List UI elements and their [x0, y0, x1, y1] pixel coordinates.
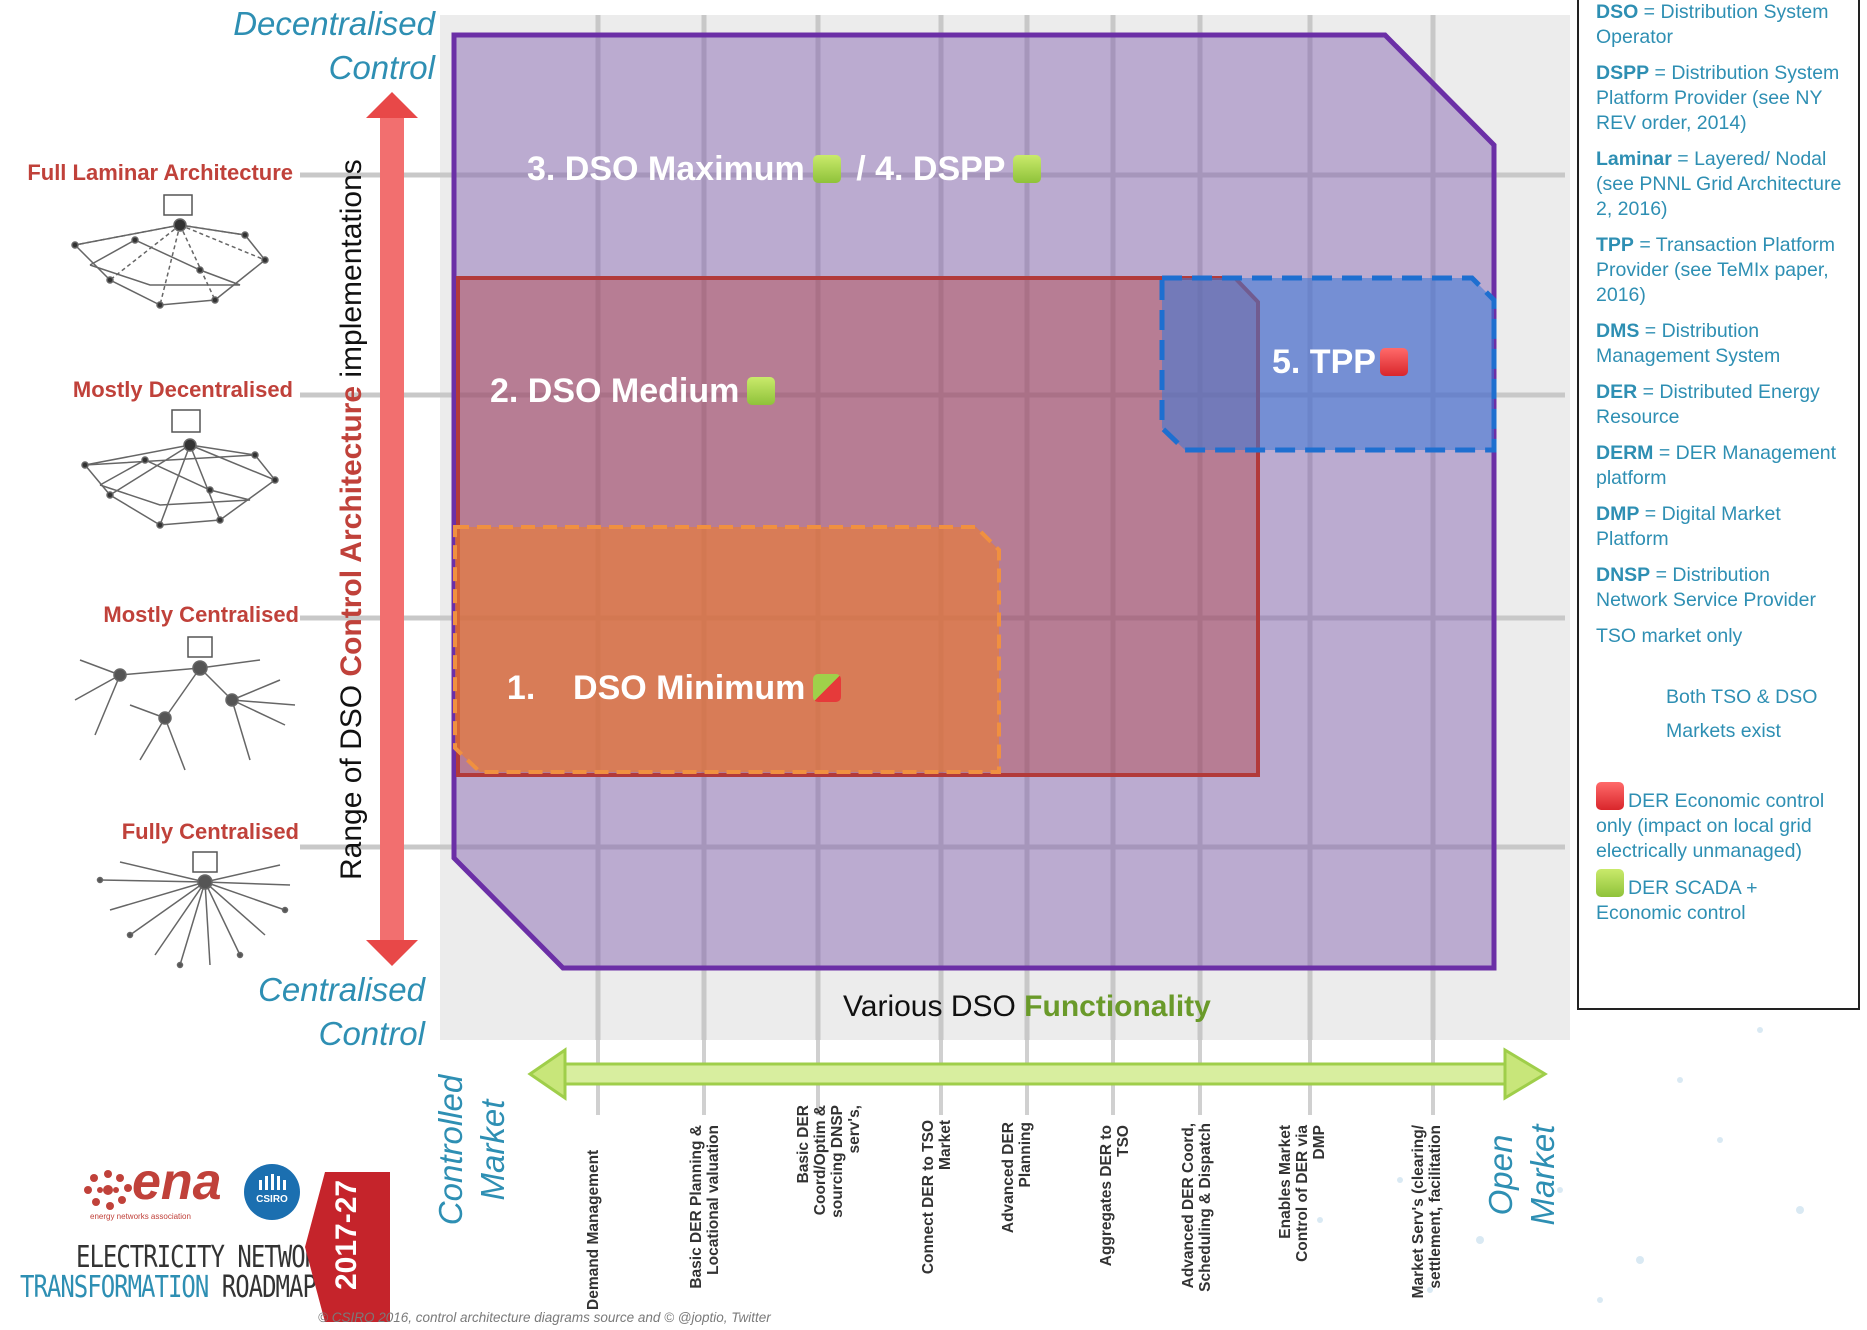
csiro-logo: CSIRO: [244, 1164, 300, 1220]
ena-dots-icon: [84, 1170, 132, 1210]
green-marker-icon: [1013, 155, 1042, 183]
label-tpp: 5. TPP: [1272, 343, 1408, 382]
ena-tagline: energy networks association: [90, 1212, 191, 1221]
centralised-network-icon: [96, 851, 291, 969]
laminar-network-icon: [71, 194, 269, 309]
legend-tso-only: TSO market only: [1596, 625, 1743, 647]
mostly-centralised-network-icon: [74, 636, 296, 771]
legend-def-derm: DERM = DER Management platform: [1596, 442, 1837, 489]
arch-label-mostly-decentralised: Mostly Decentralised: [72, 377, 293, 402]
region-dso-minimum: [453, 525, 1001, 774]
region-tpp: [1159, 275, 1497, 453]
green-marker-icon: [747, 377, 776, 405]
legend-def-dnsp: DNSP = Distribution Network Service Prov…: [1596, 564, 1816, 611]
split-marker-icon: [813, 674, 842, 702]
legend: DSO = Distribution System Operator DSPP …: [1577, 0, 1860, 1010]
credit-line: © CSIRO 2016, control architecture diagr…: [318, 1310, 771, 1325]
func-label-enables-market-control: Enables Market Control of DER via DMP: [1277, 1125, 1328, 1262]
centralised-control-label: Centralised Control: [258, 971, 425, 1052]
green-marker-icon: [812, 155, 841, 183]
legend-def-tpp: TPP = Transaction Platform Provider (see…: [1596, 234, 1835, 306]
roadmap-line-2: TRANSFORMATION ROADMAP: [20, 1269, 317, 1305]
func-label-advanced-der-planning: Advanced DER Planning: [1000, 1122, 1034, 1234]
func-label-basic-der-coord: Basic DER Coord/Optim & sourcing DNSP se…: [795, 1105, 863, 1218]
background-texture: [1317, 967, 1833, 1303]
label-dso-maximum: 3. DSO Maximum / 4. DSPP: [527, 150, 1042, 189]
func-label-aggregates-der: Aggregates DER to TSO: [1098, 1125, 1132, 1267]
legend-def-dms: DMS = Distribution Management System: [1596, 320, 1781, 367]
ena-wordmark: ena: [132, 1153, 222, 1211]
y-axis-title: Range of DSO Control Architecture implem…: [335, 159, 368, 880]
label-dso-medium: 2. DSO Medium: [490, 372, 776, 411]
func-label-advanced-der-coord: Advanced DER Coord, Scheduling & Dispatc…: [1180, 1123, 1214, 1292]
horizontal-market-arrow: [527, 1047, 1548, 1101]
legend-dashed-label: Both TSO & DSO: [1666, 686, 1818, 708]
legend-def-dspp: DSPP = Distribution System Platform Prov…: [1596, 62, 1840, 134]
controlled-market-label: Controlled Market: [432, 1074, 511, 1226]
roadmap-line-1: ELECTRICITY NETWORK: [76, 1239, 333, 1275]
arch-label-fully-centralised: Fully Centralised: [121, 819, 299, 844]
legend-solid-label: Markets exist: [1666, 720, 1781, 742]
func-label-connect-der-tso: Connect DER to TSO Market: [920, 1120, 954, 1275]
roadmap-title: ELECTRICITY NETWORK TRANSFORMATION ROADM…: [20, 1240, 333, 1305]
vertical-range-arrow: [366, 92, 418, 966]
func-label-demand-management: Demand Management: [585, 1149, 602, 1310]
arch-label-mostly-centralised: Mostly Centralised: [103, 602, 299, 627]
legend-red-marker-entry: DER Economic control only (impact on loc…: [1596, 782, 1844, 864]
red-marker-icon: [1379, 348, 1408, 376]
legend-def-der: DER = Distributed Energy Resource: [1596, 381, 1820, 428]
green-marker-icon: [1596, 869, 1624, 897]
label-dso-minimum: 1. DSO Minimum: [488, 630, 842, 708]
legend-def-laminar: Laminar = Layered/ Nodal (see PNNL Grid …: [1596, 148, 1842, 220]
legend-green-marker-entry: DER SCADA + Economic control: [1596, 869, 1844, 926]
red-marker-icon: [1596, 782, 1624, 810]
legend-def-dso: DSO = Distribution System Operator: [1596, 1, 1829, 48]
csiro-bars-icon: [259, 1174, 286, 1190]
decentralised-network-icon: [81, 409, 279, 529]
years-label: 2017-27: [330, 1179, 363, 1290]
decentralised-control-label: Decentralised Control: [233, 5, 435, 86]
func-label-basic-der-planning: Basic DER Planning & Locational valuatio…: [688, 1125, 722, 1289]
func-label-market-services: Market Serv's (clearing/ settlement, fac…: [1410, 1125, 1444, 1299]
arch-label-full-laminar: Full Laminar Architecture: [27, 160, 293, 185]
legend-def-dmp: DMP = Digital Market Platform: [1596, 503, 1781, 550]
open-market-label: Open Market: [1482, 1124, 1561, 1226]
years-badge: [305, 1172, 390, 1322]
x-axis-title: Various DSO Functionality: [843, 990, 1211, 1023]
